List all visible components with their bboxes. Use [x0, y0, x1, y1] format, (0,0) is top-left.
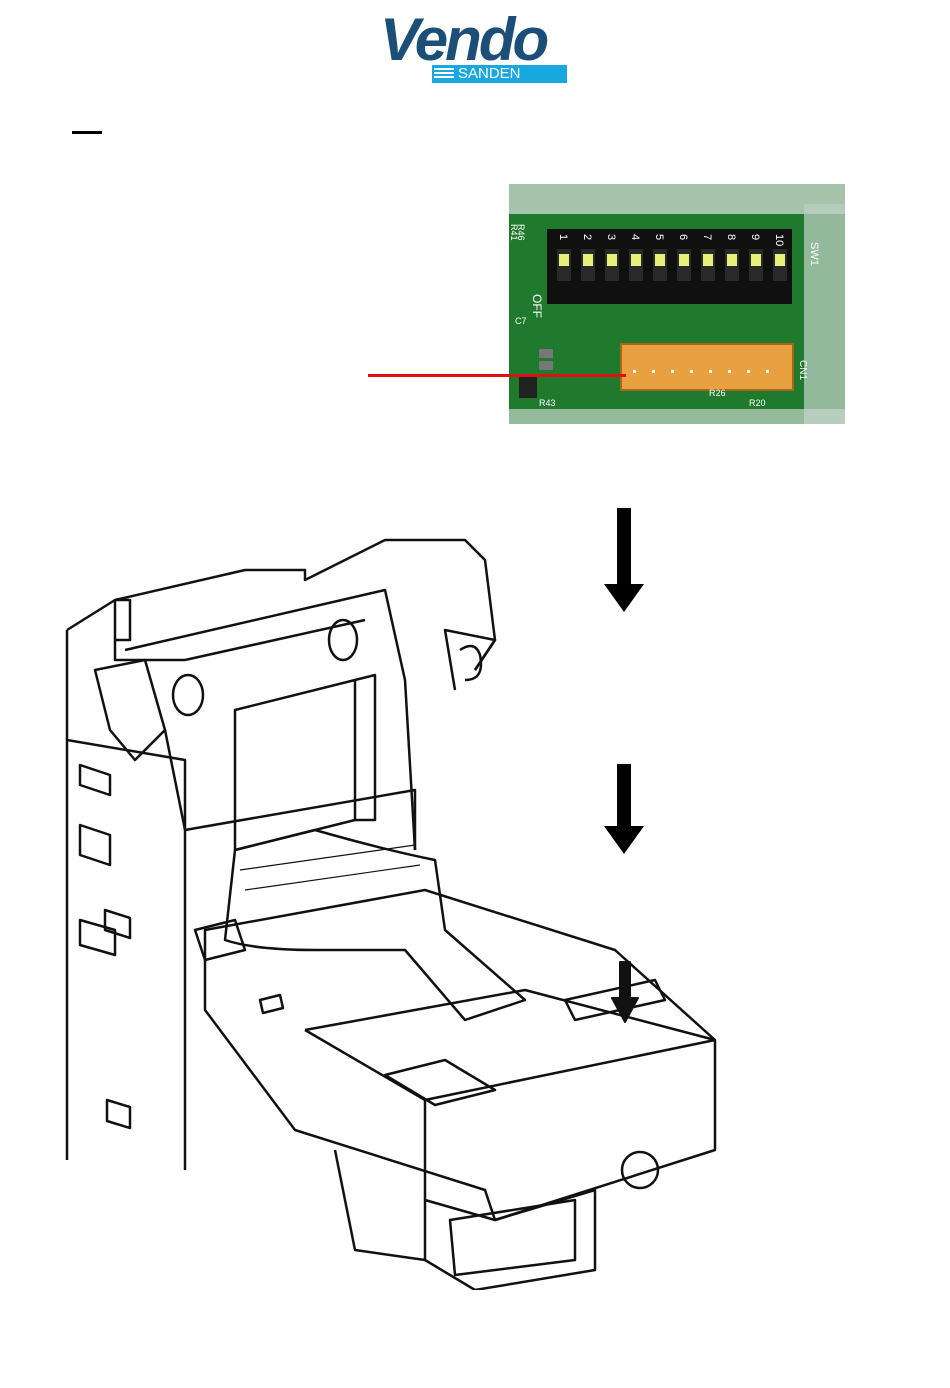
logo-sub-bar: SANDEN: [432, 65, 567, 83]
base-label-area: [385, 1060, 495, 1105]
smd-component: [539, 361, 553, 370]
dip-switch-number: 10: [773, 234, 785, 246]
dip-switch-lever: [679, 254, 689, 266]
dip-switch-lever: [583, 254, 593, 266]
dip-switch-number: 3: [605, 234, 617, 240]
connector-label: CN1: [797, 360, 808, 380]
top-edge: [185, 620, 365, 660]
ic-chip: [519, 374, 537, 398]
small-square: [260, 995, 283, 1013]
vendo-sanden-logo: Vendo SANDEN: [380, 8, 580, 86]
dip-switch-lever: [727, 254, 737, 266]
frame-hole: [173, 675, 203, 715]
right-hook: [460, 646, 481, 680]
dip-switch-lever: [775, 254, 785, 266]
pcb-right-edge: [804, 204, 845, 424]
dip-switch-number: 9: [749, 234, 761, 240]
dip-switch-lever: [631, 254, 641, 266]
dip-switch-number: 7: [701, 234, 713, 240]
connector-pin: [728, 370, 731, 373]
component-label: R20: [749, 398, 766, 408]
heading-dash: [72, 131, 102, 134]
panel-slot: [107, 1100, 130, 1128]
panel-slot: [80, 825, 110, 865]
switch-label: SW1: [808, 242, 820, 266]
base-front-edge: [305, 1030, 715, 1100]
component-label: R43: [539, 398, 556, 408]
base-top-edge: [305, 990, 715, 1040]
ribbon-cable: [225, 830, 525, 1020]
connector-pointer-line: [368, 374, 626, 377]
dip-switch-number: 2: [581, 234, 593, 240]
dip-switch-lever: [703, 254, 713, 266]
dip-switch-number: 8: [725, 234, 737, 240]
cn1-connector: [621, 344, 793, 390]
connector-pin: [671, 370, 674, 373]
component-label: R41: [509, 224, 519, 241]
pin: [115, 600, 130, 640]
right-ear: [445, 630, 495, 690]
panel-slot: [80, 765, 110, 795]
connector-pin: [690, 370, 693, 373]
dip-switch-number: 1: [557, 234, 569, 240]
pcb-bottom-edge: [509, 409, 845, 424]
left-panel-outline: [67, 600, 185, 1160]
component-label: R26: [709, 388, 726, 398]
connector-pin: [633, 370, 636, 373]
dip-switch-lever: [607, 254, 617, 266]
dip-switch-number: 4: [629, 234, 641, 240]
logo-sub-brand: SANDEN: [458, 65, 521, 83]
connector-pin: [709, 370, 712, 373]
dip-switch-lever: [655, 254, 665, 266]
component-label: C7: [515, 316, 527, 326]
off-label: OFF: [530, 294, 544, 318]
logo-wordmark: Vendo: [380, 8, 546, 72]
front-opening: [425, 1190, 595, 1290]
coin-mechanism-drawing: [55, 530, 725, 1290]
dip-switch-number: 5: [653, 234, 665, 240]
dip-switch-lever: [559, 254, 569, 266]
top-frame: [115, 540, 495, 670]
top-inner-frame: [125, 590, 415, 850]
pcb-top-edge: [509, 184, 845, 214]
panel-slot: [105, 910, 130, 938]
panel-slot: [80, 920, 115, 955]
logo-stripe: [434, 72, 454, 74]
logo-stripe: [434, 76, 454, 78]
dip-switch-number: 6: [677, 234, 689, 240]
connector-pin: [747, 370, 750, 373]
logo-stripe: [434, 68, 454, 70]
dip-switch-lever: [751, 254, 761, 266]
connector-pin: [652, 370, 655, 373]
back-window: [235, 680, 355, 850]
small-box: [195, 920, 245, 960]
connector-pin: [766, 370, 769, 373]
back-wall: [165, 730, 415, 850]
smd-component: [539, 349, 553, 358]
hook: [95, 660, 165, 760]
